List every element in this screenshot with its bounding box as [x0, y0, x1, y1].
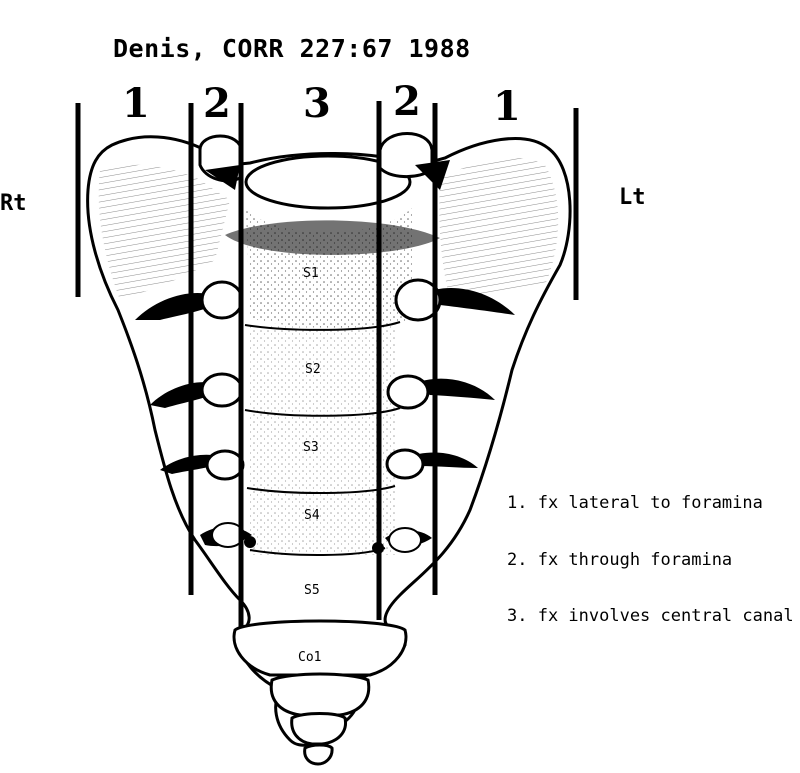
zone-label-3: 3 [303, 80, 331, 127]
zone-label-left-2: 2 [393, 78, 421, 125]
right-ala-texture [98, 164, 231, 300]
coccyx [232, 619, 408, 766]
segment-label-s5: S5 [304, 583, 320, 598]
legend-item-1: 1. fx lateral to foramina [507, 493, 763, 513]
side-label-left: Lt [619, 185, 646, 210]
segment-label-co1: Co1 [298, 650, 322, 665]
figure-title: Denis, CORR 227:67 1988 [113, 34, 471, 63]
left-foramina [385, 278, 515, 553]
s1-endplate [244, 154, 412, 210]
zone-lines [75, 101, 579, 628]
segment-label-s1: S1 [303, 266, 319, 281]
zone-label-left-1: 1 [493, 83, 521, 130]
zone-label-right-2: 2 [203, 80, 231, 127]
side-label-right: Rt [0, 191, 27, 216]
zone-label-right-1: 1 [122, 80, 150, 127]
segment-label-s2: S2 [305, 362, 321, 377]
left-ala-texture [439, 157, 559, 300]
segment-label-s4: S4 [304, 508, 320, 523]
legend-item-3: 3. fx involves central canal [507, 606, 794, 626]
legend-item-2: 2. fx through foramina [507, 550, 733, 570]
segment-label-s3: S3 [303, 440, 319, 455]
